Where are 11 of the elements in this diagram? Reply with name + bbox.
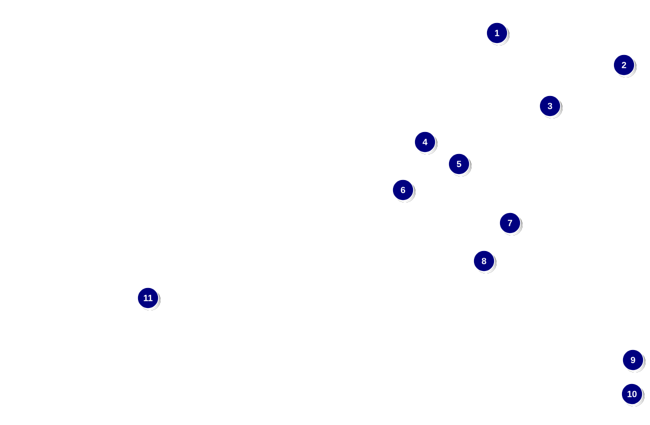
callout-number: 1 [486,22,510,46]
callout-number: 6 [392,179,416,202]
callout-number: 7 [499,212,522,236]
callout-number: 8 [473,250,496,274]
callout-number: 9 [622,349,646,372]
callout-number: 11 [137,287,160,310]
callout-number: 2 [613,54,636,78]
callout-number: 10 [621,383,644,406]
callout-number: 3 [539,95,562,118]
callout-number: 5 [448,153,472,176]
callout-number: 4 [414,131,438,154]
